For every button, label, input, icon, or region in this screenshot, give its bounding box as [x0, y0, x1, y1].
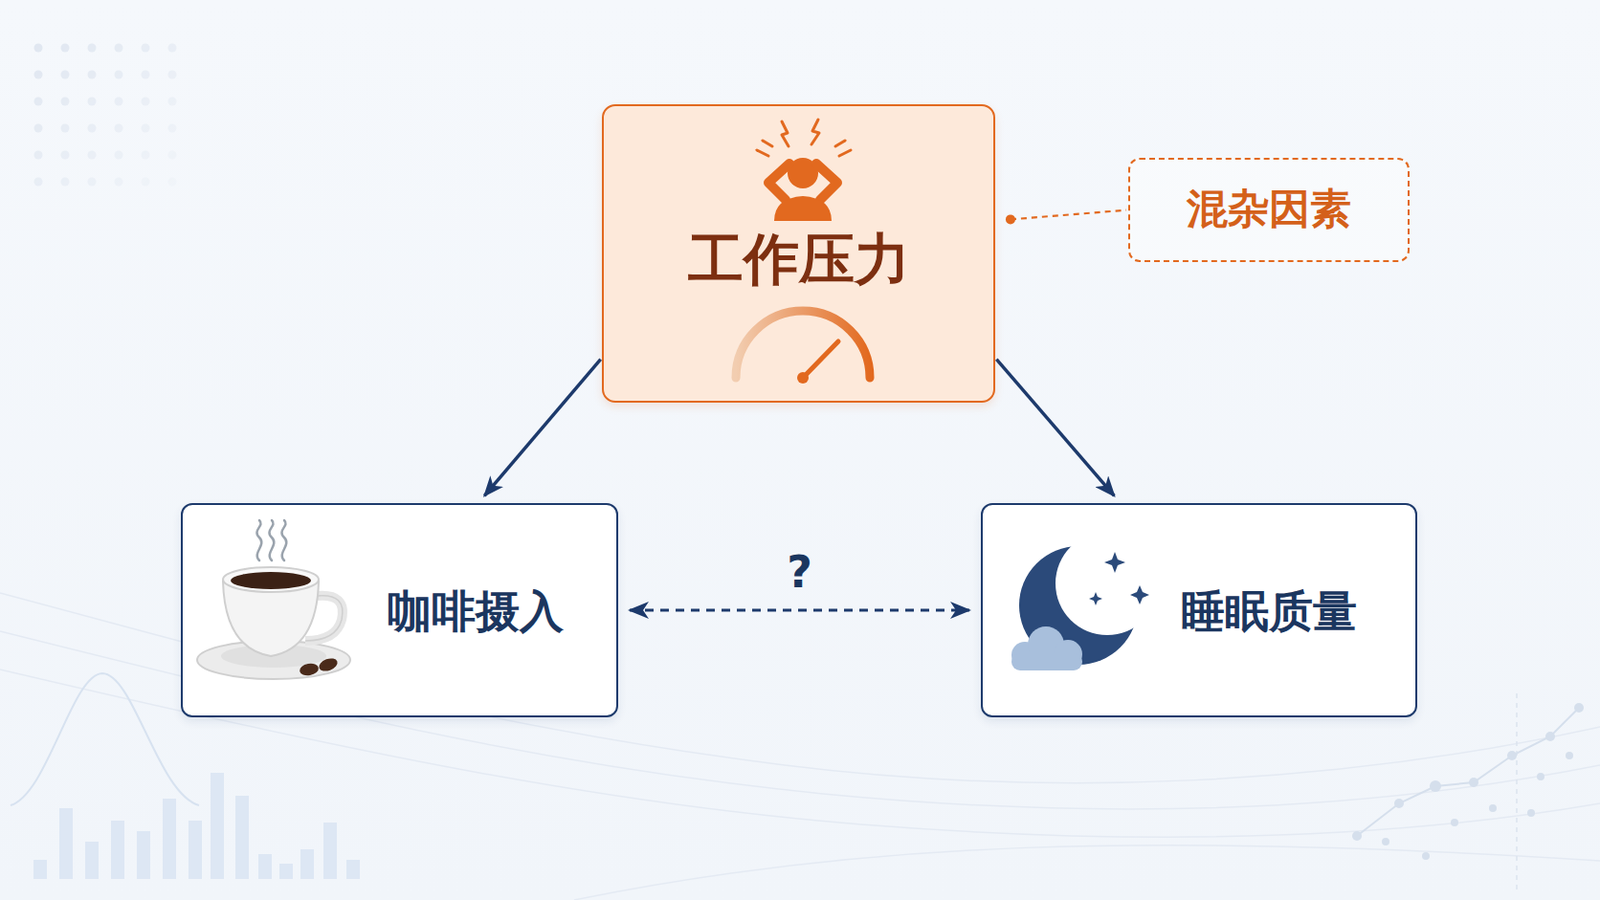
dot-grid: [28, 38, 182, 197]
node-label: 咖啡摄入: [387, 585, 565, 639]
node-label: 工作压力: [688, 226, 912, 294]
scatter-decoration: [1352, 693, 1584, 895]
bell-curve: [10, 673, 200, 806]
node-label: 睡眠质量: [1180, 585, 1358, 639]
gauge-icon: [735, 311, 870, 384]
confounder-box: 工作压力: [601, 104, 996, 403]
arrow-connector: [629, 609, 970, 613]
node-label: 混杂因素: [1186, 184, 1353, 235]
variable-box: 睡眠质量: [980, 503, 1418, 718]
bar-chart-decoration: [33, 773, 360, 880]
leader-dot: [1005, 214, 1016, 224]
leader-line: [1010, 210, 1127, 221]
edge-label: ?: [786, 548, 813, 598]
callout-box: 混杂因素: [1128, 157, 1410, 263]
cloud-icon: [1011, 626, 1083, 671]
arrow-connector: [484, 359, 600, 497]
arrow-connector: [996, 359, 1114, 497]
variable-box: 咖啡摄入: [180, 503, 619, 718]
